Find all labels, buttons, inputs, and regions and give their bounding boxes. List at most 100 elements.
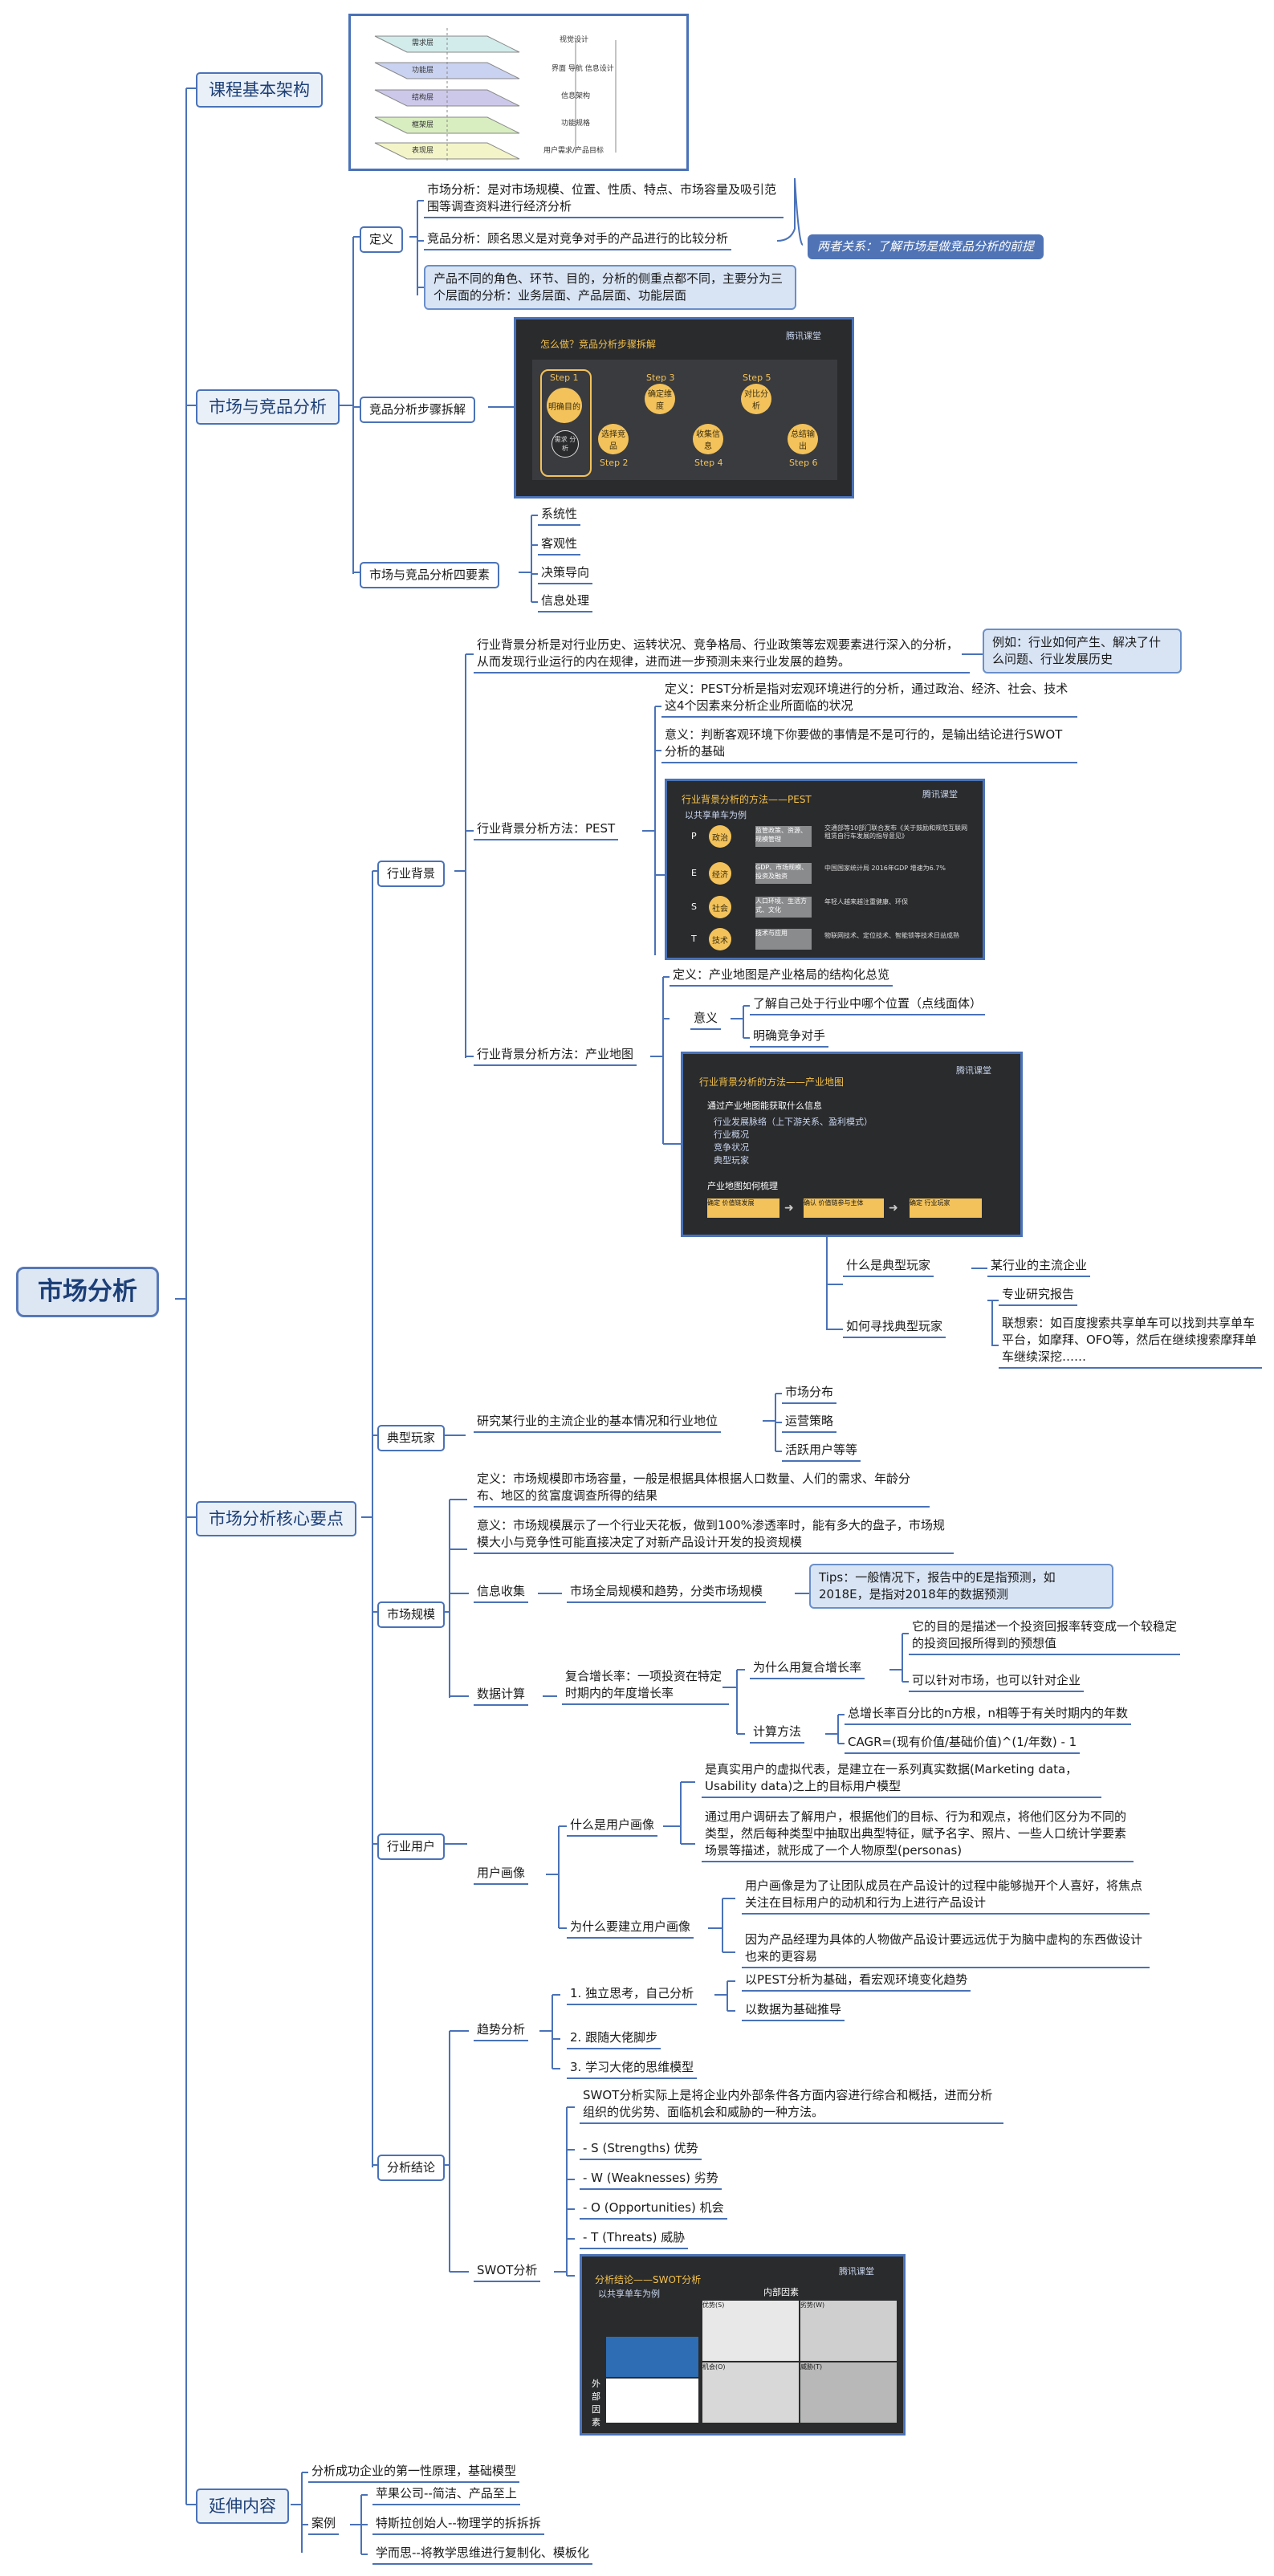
swot-cell-t: 威胁(T) xyxy=(800,2362,897,2423)
step-sub-circle: 需求 分析 xyxy=(552,430,579,458)
step-label-3: Step 3 xyxy=(646,372,675,383)
course-architecture-image[interactable]: 需求层 功能层 结构层 框架层 表现层 视觉设计 界面 导航 信息设计 信息架构… xyxy=(348,14,689,171)
definition-node[interactable]: 定义 xyxy=(360,226,404,253)
typical-player-question[interactable]: 什么是典型玩家 xyxy=(843,1257,934,1277)
map-meaning-node[interactable]: 意义 xyxy=(690,1010,722,1030)
step-label-4: Step 4 xyxy=(694,458,723,468)
why-portrait-node[interactable]: 为什么要建立用户画像 xyxy=(567,1919,694,1939)
scale-meaning: 意义：市场规模展示了一个行业天花板，做到100%渗透率时，能有多大的盘子，市场规… xyxy=(474,1517,954,1554)
trend-sub-pest: 以PEST分析为基础，看宏观环境变化趋势 xyxy=(742,1972,971,1992)
map-flow-arrow-1: ➜ xyxy=(889,1202,898,1215)
course-right-label-1: 界面 导航 信息设计 xyxy=(552,65,614,73)
map-slide-item-1: 行业概况 xyxy=(714,1129,749,1140)
find-player-search: 联想索：如百度搜索共享单车可以找到共享单车平台，如摩拜、OFO等，然后在继续搜索… xyxy=(999,1315,1262,1369)
swot-cell-o: 机会(O) xyxy=(702,2362,799,2423)
pest-row-key-3: T xyxy=(691,934,697,944)
map-slide-item-0: 行业发展脉络（上下游关系、盈利模式） xyxy=(714,1117,873,1127)
case-apple: 苹果公司--简洁、产品至上 xyxy=(372,2485,520,2505)
swot-opportunities: - O (Opportunities) 机会 xyxy=(580,2200,727,2220)
player-node[interactable]: 典型玩家 xyxy=(377,1425,446,1451)
map-slide-question: 通过产业地图能获取什么信息 xyxy=(707,1101,822,1111)
trend-sub-data: 以数据为基础推导 xyxy=(742,2001,845,2021)
why-cagr-node[interactable]: 为什么用复合增长率 xyxy=(750,1659,865,1679)
steps-slide-image[interactable]: 怎么做？竞品分析步骤拆解 腾讯课堂 Step 1 明确目的 需求 分析 选择竞品… xyxy=(514,317,854,499)
pest-meaning: 意义：判断客观环境下你要做的事情是不是可行的，是输出结论进行SWOT分析的基础 xyxy=(661,726,1077,763)
pest-row-circle-1: 经济 xyxy=(709,862,731,885)
swot-weaknesses: - W (Weaknesses) 劣势 xyxy=(580,2170,722,2190)
map-meaning-position: 了解自己处于行业中哪个位置（点线面体） xyxy=(750,995,986,1015)
relation-callout[interactable]: 两者关系：了解市场是做竞品分析的前提 xyxy=(808,234,1044,259)
pest-row-text-2: 年轻人越来越注重健康、环保 xyxy=(824,898,908,905)
pest-row-key-1: E xyxy=(691,868,697,878)
calc-method-formula: CAGR=(现有价值/基础价值)^(1/年数) - 1 xyxy=(845,1734,1081,1754)
steps-node[interactable]: 竞品分析步骤拆解 xyxy=(360,397,476,423)
industry-example: 例如：行业如何产生、解决了什么问题、行业发展历史 xyxy=(983,629,1182,674)
branch-extend[interactable]: 延伸内容 xyxy=(196,2489,289,2524)
player-item-operation: 运营策略 xyxy=(782,1413,837,1433)
element-systematic: 系统性 xyxy=(538,506,581,526)
pest-slide-logo: 腾讯课堂 xyxy=(922,789,958,800)
calc-method-node[interactable]: 计算方法 xyxy=(750,1723,805,1744)
element-information: 信息处理 xyxy=(538,592,593,612)
course-right-label-3: 功能规格 xyxy=(561,120,591,128)
step-circle-4: 收集信息 xyxy=(693,424,723,454)
conclusion-node[interactable]: 分析结论 xyxy=(377,2155,446,2181)
user-node[interactable]: 行业用户 xyxy=(377,1833,446,1860)
find-player-report: 专业研究报告 xyxy=(999,1286,1078,1306)
calc-method-rule: 总增长率百分比的n方根，n相等于有关时期内的年数 xyxy=(845,1705,1132,1725)
map-slide-question-2: 产业地图如何梳理 xyxy=(707,1181,778,1191)
element-objective: 客观性 xyxy=(538,535,581,555)
map-flow-1: 确认 价值链参与主体 xyxy=(804,1198,884,1218)
step-label-2: Step 2 xyxy=(600,458,629,468)
four-elements-node[interactable]: 市场与竞品分析四要素 xyxy=(360,562,500,588)
branch-competitive[interactable]: 市场与竞品分析 xyxy=(196,389,340,425)
pest-row-text-1: 中国国家统计局 2016年GDP 增速为6.7% xyxy=(824,865,946,872)
data-calc-node[interactable]: 数据计算 xyxy=(474,1686,529,1706)
step-circle-6: 总结输出 xyxy=(788,424,818,454)
branch-course[interactable]: 课程基本架构 xyxy=(196,72,323,108)
case-xueersi: 学而思--将教学思维进行复制化、模板化 xyxy=(372,2545,592,2565)
pest-row-key-0: P xyxy=(691,831,697,841)
why-cagr-scope: 可以针对市场，也可以针对企业 xyxy=(909,1672,1085,1692)
case-node[interactable]: 案例 xyxy=(308,2515,340,2535)
user-portrait-node[interactable]: 用户画像 xyxy=(474,1865,529,1885)
swot-slide-sub: 以共享单车为例 xyxy=(598,2289,660,2299)
course-layer-label-0: 需求层 xyxy=(412,39,434,47)
scale-node[interactable]: 市场规模 xyxy=(377,1601,446,1628)
swot-cell-s: 优势(S) xyxy=(702,2301,799,2361)
extend-first-principle: 分析成功企业的第一性原理，基础模型 xyxy=(308,2463,520,2483)
pest-row-mid-1: GDP、市场规模、投资及融资 xyxy=(755,863,812,884)
find-player-question[interactable]: 如何寻找典型玩家 xyxy=(843,1318,946,1338)
root-node[interactable]: 市场分析 xyxy=(16,1267,159,1317)
pest-node[interactable]: 行业背景分析方法：PEST xyxy=(474,820,619,840)
swot-strengths: - S (Strengths) 优势 xyxy=(580,2140,702,2160)
steps-slide-title: 怎么做？竞品分析步骤拆解 xyxy=(540,339,657,350)
why-cagr-reason: 它的目的是描述一个投资回报率转变成一个较稳定的投资回报所得到的预想值 xyxy=(909,1618,1180,1655)
map-slide-image[interactable]: 行业背景分析的方法——产业地图 腾讯课堂 通过产业地图能获取什么信息 行业发展脉… xyxy=(681,1052,1023,1237)
pest-row-circle-3: 技术 xyxy=(709,928,731,950)
why-portrait-focus: 用户画像是为了让团队成员在产品设计的过程中能够抛开个人喜好，将焦点关注在目标用户… xyxy=(742,1878,1150,1915)
trend-node[interactable]: 趋势分析 xyxy=(474,2021,529,2041)
map-flow-2: 确定 行业玩家 xyxy=(910,1198,982,1218)
pest-slide-image[interactable]: 行业背景分析的方法——PEST 以共享单车为例 腾讯课堂 P 政治 监管政策、资… xyxy=(665,779,985,960)
swot-slide-image[interactable]: 分析结论——SWOT分析 以共享单车为例 腾讯课堂 内部因素 优势(S) 劣势(… xyxy=(580,2254,906,2436)
branch-core[interactable]: 市场分析核心要点 xyxy=(196,1501,356,1536)
what-portrait-node[interactable]: 什么是用户画像 xyxy=(567,1817,658,1837)
pest-definition: 定义：PEST分析是指对宏观环境进行的分析，通过政治、经济、社会、技术这4个因素… xyxy=(661,681,1077,718)
player-item-distribution: 市场分布 xyxy=(782,1384,837,1404)
map-flow-0: 确定 价值链发展 xyxy=(707,1198,779,1218)
info-collect-node[interactable]: 信息收集 xyxy=(474,1583,529,1603)
industry-map-node[interactable]: 行业背景分析方法：产业地图 xyxy=(474,1046,637,1066)
step-label-1: Step 1 xyxy=(550,372,579,383)
what-portrait-method: 通过用户调研去了解用户，根据他们的目标、行为和观点，将他们区分为不同的类型，然后… xyxy=(702,1809,1134,1862)
case-tesla: 特斯拉创始人--物理学的拆拆拆 xyxy=(372,2515,544,2535)
swot-node[interactable]: SWOT分析 xyxy=(474,2262,541,2282)
industry-node[interactable]: 行业背景 xyxy=(377,861,446,887)
trend-item-follow: 2. 跟随大佬脚步 xyxy=(567,2029,661,2049)
swot-slide-inner: 内部因素 xyxy=(763,2287,799,2297)
industry-intro: 行业背景分析是对行业历史、运转状况、竞争格局、行业政策等宏观要素进行深入的分析，… xyxy=(474,637,970,674)
map-flow-arrow-0: ➜ xyxy=(784,1202,794,1215)
pest-row-circle-2: 社会 xyxy=(709,896,731,918)
pest-slide-title: 行业背景分析的方法——PEST xyxy=(682,794,812,805)
trend-item-model: 3. 学习大佬的思维模型 xyxy=(567,2059,698,2079)
